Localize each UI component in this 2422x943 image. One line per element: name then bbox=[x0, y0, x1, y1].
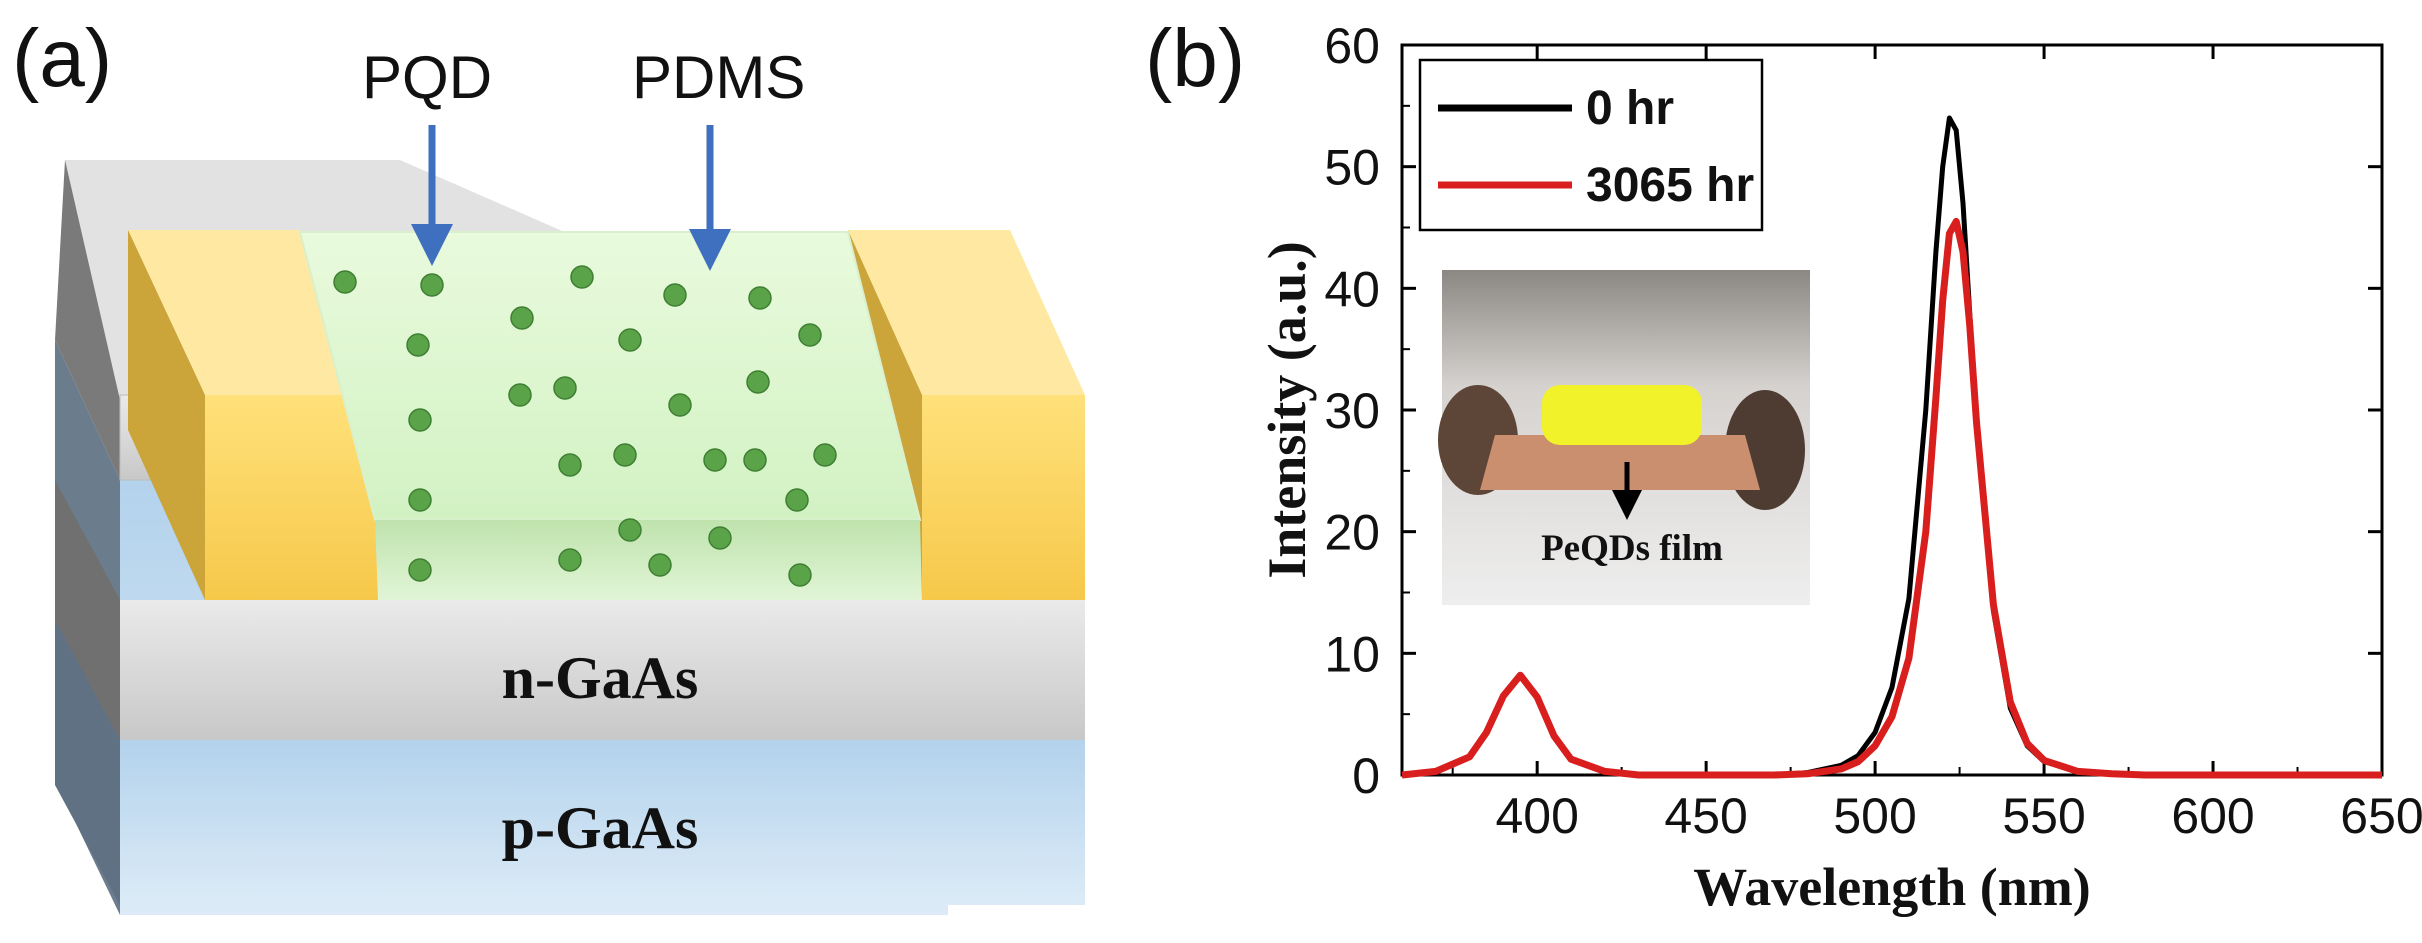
inset-substrate bbox=[1480, 435, 1760, 490]
quantum-dot bbox=[748, 286, 772, 310]
legend-box bbox=[1418, 58, 1764, 232]
pdms-film-top bbox=[298, 231, 922, 521]
quantum-dot bbox=[553, 376, 577, 400]
panel-b-label: (b) bbox=[1145, 13, 1246, 104]
y-axis: 0 10 20 30 40 50 60 bbox=[1324, 18, 2382, 804]
p-gaas-slab bbox=[120, 740, 1085, 905]
quantum-dot bbox=[648, 553, 672, 577]
legend-label-3065hr: 3065 hr bbox=[1586, 159, 1754, 212]
quantum-dot bbox=[788, 563, 812, 587]
pqd-callout: PQD bbox=[362, 44, 493, 111]
x-tick-label: 550 bbox=[2002, 788, 2085, 844]
inset-qd-film bbox=[1542, 385, 1702, 445]
quantum-dot bbox=[798, 323, 822, 347]
quantum-dot bbox=[508, 383, 532, 407]
x-tick-label: 600 bbox=[2171, 788, 2254, 844]
quantum-dot bbox=[558, 453, 582, 477]
quantum-dot bbox=[668, 393, 692, 417]
y-tick-label: 50 bbox=[1324, 140, 1380, 196]
inset-caption: PeQDs film bbox=[1541, 528, 1723, 569]
quantum-dot bbox=[785, 488, 809, 512]
n-gaas-slab bbox=[120, 600, 1085, 740]
quantum-dot bbox=[746, 370, 770, 394]
y-tick-label: 20 bbox=[1324, 505, 1380, 561]
quantum-dot bbox=[408, 558, 432, 582]
y-tick-label: 0 bbox=[1352, 748, 1380, 804]
quantum-dot bbox=[558, 548, 582, 572]
p-gaas-label: p-GaAs bbox=[502, 795, 699, 861]
quantum-dot bbox=[613, 443, 637, 467]
p-gaas-slab-side bbox=[55, 620, 120, 905]
x-tick-label: 500 bbox=[1833, 788, 1916, 844]
x-tick-label: 650 bbox=[2340, 788, 2422, 844]
device-schematic: n-GaAs p-GaAs bbox=[55, 125, 1085, 915]
series-line-3065hr bbox=[1401, 217, 2382, 779]
y-axis-title: Intensity (a.u.) bbox=[1257, 241, 1317, 579]
quantum-dot bbox=[663, 283, 687, 307]
quantum-dot bbox=[708, 526, 732, 550]
quantum-dot bbox=[510, 306, 534, 330]
y-tick-label: 30 bbox=[1324, 383, 1380, 439]
left-contact-front bbox=[205, 395, 378, 600]
inset-photo: PeQDs film bbox=[1438, 270, 1810, 605]
n-gaas-slab-side bbox=[55, 480, 120, 740]
n-gaas-label: n-GaAs bbox=[502, 645, 699, 711]
quantum-dots bbox=[333, 265, 837, 587]
quantum-dot bbox=[743, 448, 767, 472]
legend-label-0hr: 0 hr bbox=[1586, 82, 1674, 135]
quantum-dot bbox=[618, 518, 642, 542]
x-tick-label: 450 bbox=[1664, 788, 1747, 844]
pl-spectrum-chart: 0 10 20 30 40 50 60 400 450 500 550 600 650 PeQDs f… bbox=[1257, 18, 2422, 917]
quantum-dot bbox=[333, 270, 357, 294]
quantum-dot bbox=[420, 273, 444, 297]
legend: 0 hr 3065 hr bbox=[1418, 58, 1764, 232]
panel-a-label: (a) bbox=[12, 13, 113, 104]
x-tick-label: 400 bbox=[1495, 788, 1578, 844]
right-contact-top bbox=[848, 230, 1085, 395]
pdms-film-front bbox=[375, 520, 922, 600]
quantum-dot bbox=[406, 333, 430, 357]
right-contact-front bbox=[922, 395, 1085, 600]
y-tick-label: 40 bbox=[1324, 261, 1380, 317]
quantum-dot bbox=[813, 443, 837, 467]
y-tick-label: 10 bbox=[1324, 626, 1380, 682]
quantum-dot bbox=[408, 488, 432, 512]
pdms-callout: PDMS bbox=[632, 44, 806, 111]
quantum-dot bbox=[408, 408, 432, 432]
x-axis-title: Wavelength (nm) bbox=[1693, 857, 2091, 917]
series-lines bbox=[1401, 115, 2382, 779]
x-axis: 400 450 500 550 600 650 bbox=[1451, 45, 2422, 844]
quantum-dot bbox=[618, 328, 642, 352]
left-contact-side bbox=[128, 230, 205, 600]
y-tick-label: 60 bbox=[1324, 18, 1380, 74]
quantum-dot bbox=[570, 265, 594, 289]
quantum-dot bbox=[703, 448, 727, 472]
